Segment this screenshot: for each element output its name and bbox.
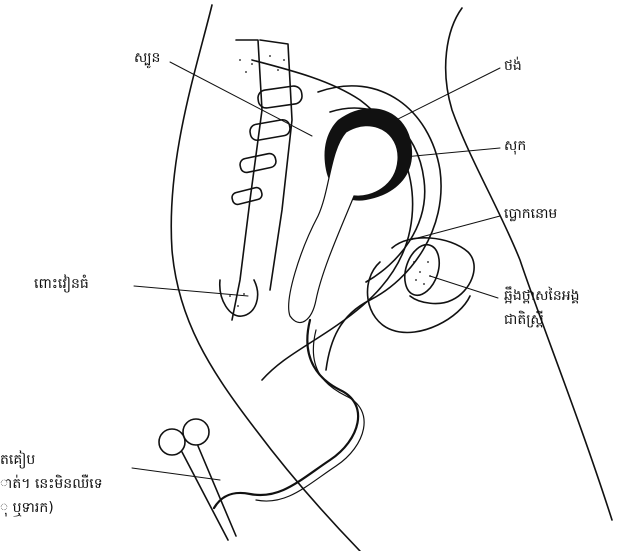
- spine-column-2: [260, 40, 292, 290]
- label-clamp-line1: តគៀប: [0, 452, 35, 469]
- spine-column: [232, 40, 262, 320]
- leader-bladder: [410, 216, 500, 240]
- vertebra: [231, 187, 263, 206]
- pubic-bone-shape: [399, 240, 446, 299]
- label-clamp-line3: ុ ឬទារក): [0, 500, 54, 517]
- label-spine: ស្បូន: [134, 50, 160, 67]
- abdomen-outline: [446, 8, 612, 520]
- label-clamp-line2: ាត់។ នេះមិនឈឺទេ: [0, 476, 103, 493]
- clamp-ring-1: [159, 429, 185, 455]
- vertebra: [239, 152, 277, 173]
- clamp-blade-1: [182, 452, 228, 540]
- clamp-ring-2: [183, 419, 209, 445]
- vertebra: [257, 85, 303, 109]
- label-placenta: ថង់: [504, 58, 522, 75]
- leader-pubic: [430, 276, 498, 298]
- leader-bowel: [134, 286, 248, 296]
- bladder-arc: [368, 262, 471, 332]
- label-pubic-bone-2: ជាតិស្ត្រី: [504, 312, 544, 329]
- clamp-blade-2: [198, 446, 236, 536]
- label-pubic-bone: ឆ្អឹងថ្ពាសនៃអង្គ: [504, 288, 580, 305]
- leader-clamp: [132, 468, 220, 480]
- umbilical-cord: [214, 320, 358, 508]
- label-bowel: ពោះវៀនធំ: [34, 276, 89, 293]
- label-bladder: ប្លោកនោម: [504, 206, 557, 223]
- label-sac: សុក: [504, 138, 526, 155]
